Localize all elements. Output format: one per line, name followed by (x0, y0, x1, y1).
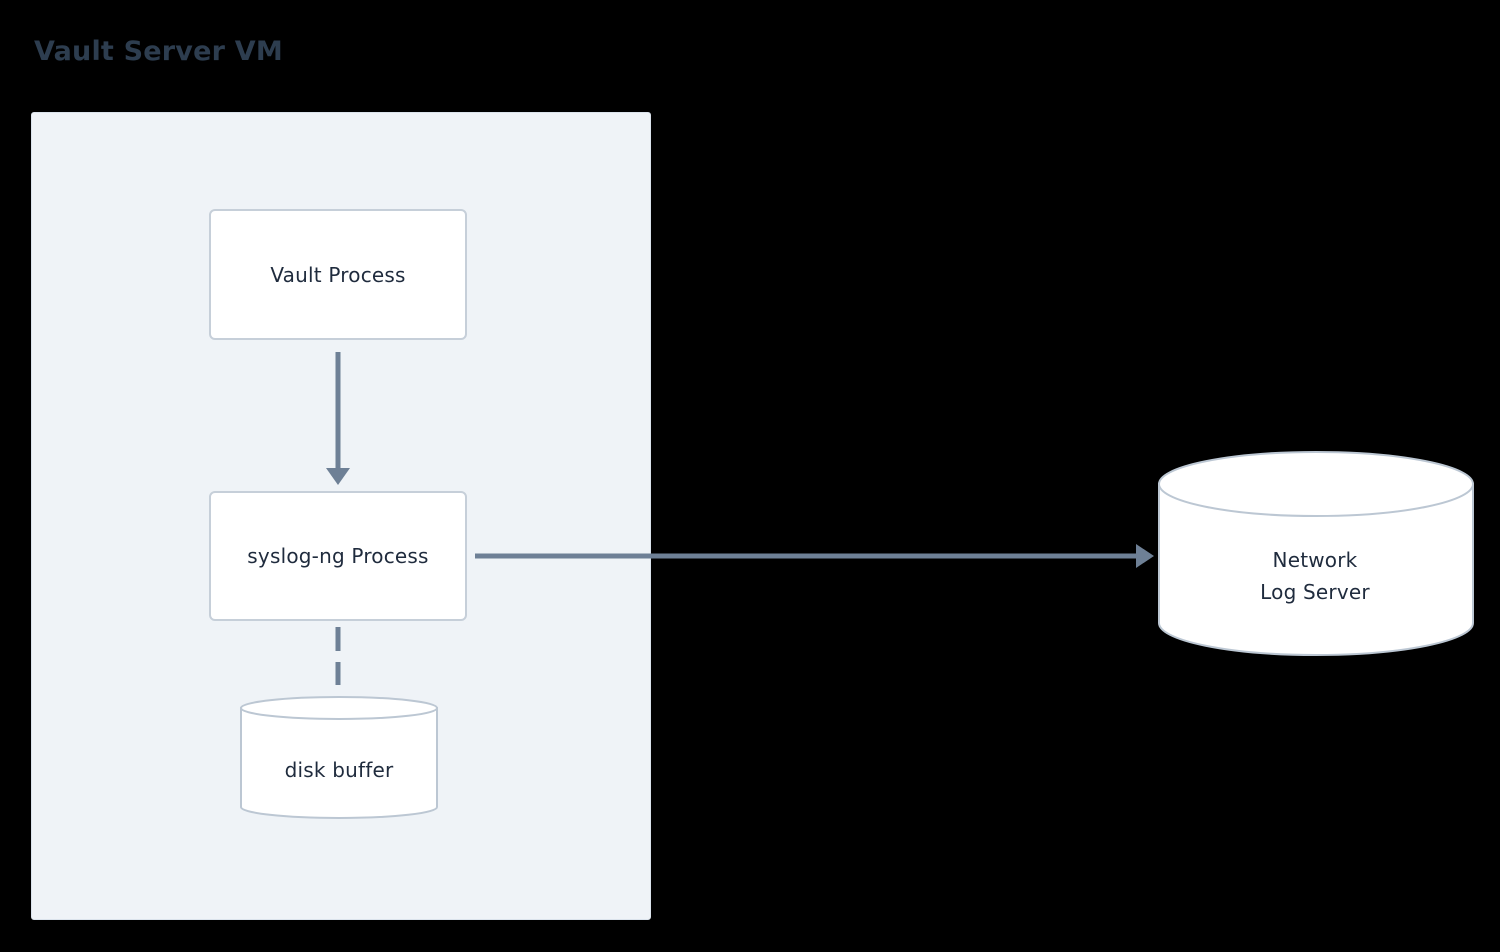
node-vault-process-label: Vault Process (270, 262, 406, 287)
page-title: Vault Server VM (34, 36, 283, 67)
node-network-log-server-label: Network Log Server (1260, 548, 1370, 604)
node-syslog-ng-process-label: syslog-ng Process (247, 544, 429, 568)
node-vault-process[interactable]: Vault Process (209, 209, 467, 340)
node-syslog-ng-process[interactable]: syslog-ng Process (209, 491, 467, 621)
node-disk-buffer-label: disk buffer (284, 758, 394, 782)
